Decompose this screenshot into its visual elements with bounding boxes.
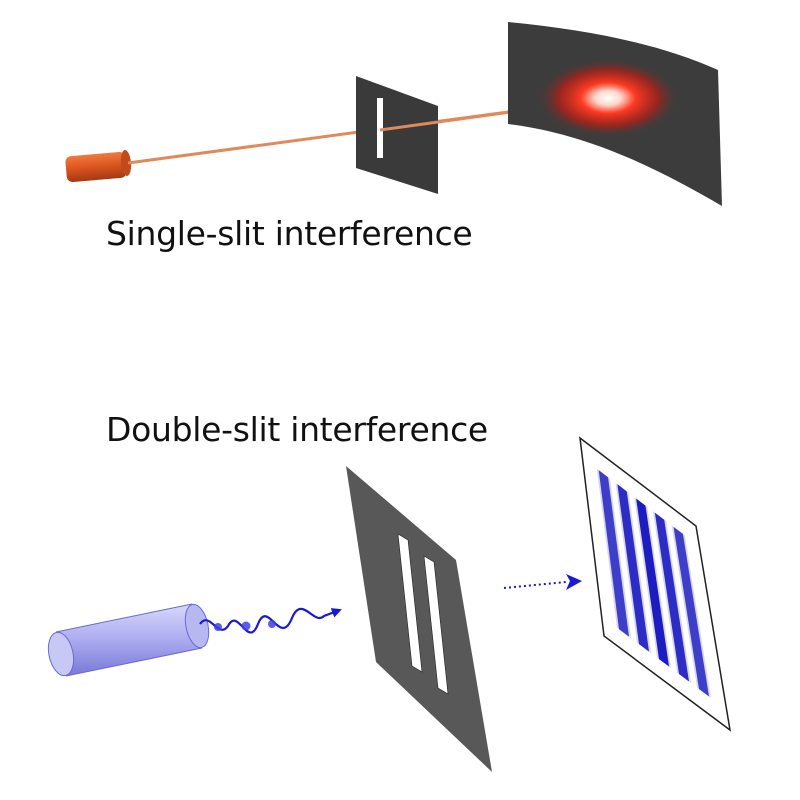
interference-fringe	[636, 498, 669, 667]
double-slit-screen	[579, 436, 732, 732]
interference-fringe	[598, 470, 629, 637]
dotted-arrow	[503, 574, 582, 590]
single-slit-caption: Single-slit interference	[106, 214, 473, 253]
double-slit-caption: Double-slit interference	[106, 410, 488, 449]
wave-packet	[199, 607, 342, 634]
slit-opening-right	[423, 555, 449, 695]
slit-opening-left	[397, 533, 423, 673]
interference-fringe	[617, 484, 649, 652]
laser-source	[65, 150, 132, 183]
interference-fringe	[673, 526, 709, 697]
single-slit-barrier	[356, 76, 438, 194]
single-slit-opening	[377, 98, 383, 158]
interference-fringe	[654, 512, 689, 682]
double-slit-barrier	[346, 466, 492, 772]
particle-dot	[241, 621, 251, 631]
interference-fringes	[596, 468, 711, 698]
single-slit-screen	[508, 22, 722, 206]
particle-source	[47, 603, 210, 677]
particle-dot	[214, 623, 222, 631]
particle-dot	[268, 620, 276, 628]
diffraction-spot	[536, 58, 680, 138]
